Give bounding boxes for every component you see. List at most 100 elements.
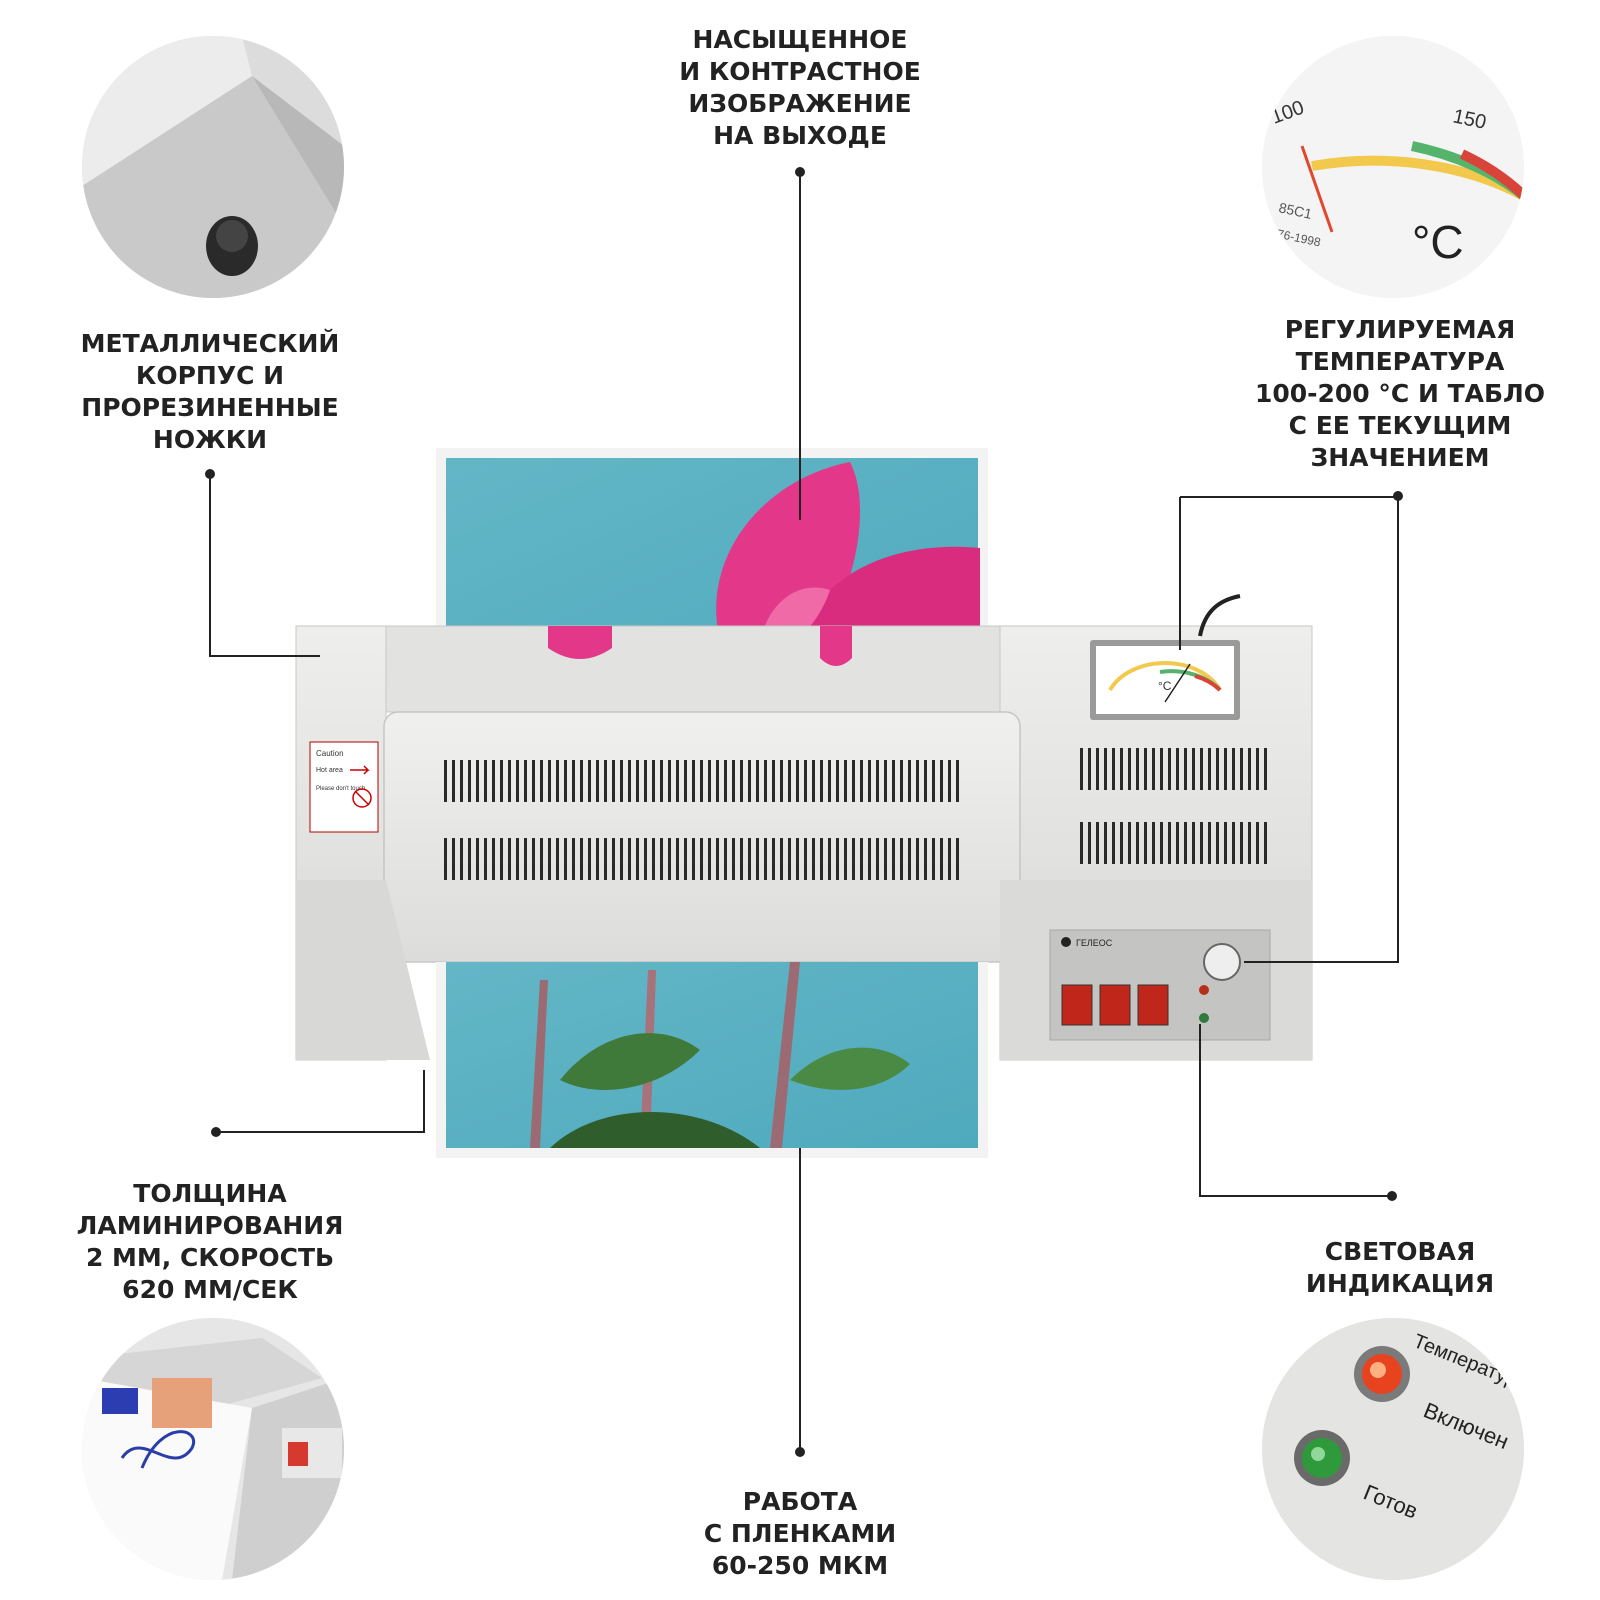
vent-slot xyxy=(460,838,463,880)
vent-slot xyxy=(1248,822,1251,864)
vent-slot xyxy=(596,760,599,802)
vent-slot xyxy=(828,838,831,880)
vent-slot xyxy=(524,838,527,880)
vent-slot xyxy=(1208,748,1211,790)
vent-slot xyxy=(764,760,767,802)
vent-slot xyxy=(612,838,615,880)
vent-slot xyxy=(860,760,863,802)
callout-line: КОРПУС И xyxy=(135,361,285,390)
callout-line: ИЗОБРАЖЕНИЕ xyxy=(688,89,912,118)
vent-slot xyxy=(740,838,743,880)
callout-metal-body: МЕТАЛЛИЧЕСКИЙ КОРПУС И ПРОРЕЗИНЕННЫЕ НОЖ… xyxy=(60,328,360,456)
callout-line: РЕГУЛИРУЕМАЯ xyxy=(1284,315,1516,344)
rocker-switch[interactable] xyxy=(1137,984,1169,1026)
temperature-knob[interactable] xyxy=(1203,943,1241,981)
vent-slot xyxy=(660,838,663,880)
vent-slot xyxy=(732,760,735,802)
vent-slot xyxy=(1184,822,1187,864)
vent-slot xyxy=(836,838,839,880)
vent-slot xyxy=(1096,822,1099,864)
gauge-unit-large: °C xyxy=(1412,216,1464,268)
vent-slot xyxy=(820,760,823,802)
vent-slot xyxy=(652,760,655,802)
vent-slot xyxy=(676,838,679,880)
front-vents xyxy=(444,760,959,880)
vent-slot xyxy=(532,838,535,880)
vent-slot xyxy=(1208,822,1211,864)
vent-slot xyxy=(900,838,903,880)
vent-slot xyxy=(748,760,751,802)
vent-slot xyxy=(676,760,679,802)
vent-slot xyxy=(444,760,447,802)
vent-slot xyxy=(556,838,559,880)
vent-slot xyxy=(860,838,863,880)
vent-slot xyxy=(812,838,815,880)
vent-slot xyxy=(796,760,799,802)
vent-slot xyxy=(1264,748,1267,790)
vent-slot xyxy=(1144,748,1147,790)
callout-line: С ЕЕ ТЕКУЩИМ xyxy=(1288,411,1512,440)
power-cable xyxy=(1198,594,1241,637)
vent-slot xyxy=(1232,822,1235,864)
vent-slot xyxy=(868,760,871,802)
vent-slot xyxy=(548,760,551,802)
vent-slot xyxy=(716,760,719,802)
detail-metal-corner xyxy=(82,36,344,298)
vent-slot xyxy=(660,760,663,802)
vent-slot xyxy=(1168,822,1171,864)
vent-slot xyxy=(604,760,607,802)
vent-slot xyxy=(844,838,847,880)
caution-line: Hot area xyxy=(316,767,343,774)
callout-line: НА ВЫХОДЕ xyxy=(713,121,887,150)
vent-slot xyxy=(780,760,783,802)
rocker-switch[interactable] xyxy=(1099,984,1131,1026)
vent-slot xyxy=(924,760,927,802)
vent-slot xyxy=(700,838,703,880)
callout-line: СВЕТОВАЯ xyxy=(1324,1237,1476,1266)
callout-line: ЗНАЧЕНИЕМ xyxy=(1310,443,1490,472)
vent-slot xyxy=(1128,748,1131,790)
vent-slot xyxy=(1096,748,1099,790)
rocker-switch[interactable] xyxy=(1061,984,1093,1026)
vent-slot xyxy=(540,838,543,880)
callout-line: С ПЛЕНКАМИ xyxy=(703,1519,897,1548)
vent-slot xyxy=(756,838,759,880)
vent-slot xyxy=(620,760,623,802)
vent-slot xyxy=(884,838,887,880)
leader-dots xyxy=(205,167,1403,1457)
vent-slot xyxy=(500,760,503,802)
callout-light-indication: СВЕТОВАЯ ИНДИКАЦИЯ xyxy=(1260,1236,1540,1300)
vent-slot xyxy=(652,838,655,880)
vent-slot xyxy=(892,838,895,880)
vent-slot xyxy=(852,760,855,802)
vent-slot xyxy=(812,760,815,802)
vent-slot xyxy=(820,838,823,880)
vent-slot xyxy=(1160,748,1163,790)
vent-slot xyxy=(556,760,559,802)
vent-slot xyxy=(460,760,463,802)
vent-slot xyxy=(876,838,879,880)
callout-line: ТОЛЩИНА xyxy=(133,1179,287,1208)
vent-slot xyxy=(1088,748,1091,790)
vent-slot xyxy=(492,760,495,802)
vent-slot xyxy=(1216,822,1219,864)
vent-slot xyxy=(596,838,599,880)
vent-slot xyxy=(1104,822,1107,864)
vent-slot xyxy=(644,760,647,802)
callout-film-thickness: РАБОТА С ПЛЕНКАМИ 60-250 МКМ xyxy=(660,1486,940,1582)
vent-slot xyxy=(1136,822,1139,864)
vent-slot xyxy=(500,838,503,880)
vent-slot xyxy=(1192,822,1195,864)
vent-slot xyxy=(716,838,719,880)
vent-slot xyxy=(836,760,839,802)
vent-slot xyxy=(772,838,775,880)
callout-temperature: РЕГУЛИРУЕМАЯ ТЕМПЕРАТУРА 100-200 °C И ТА… xyxy=(1240,314,1560,474)
vent-slot xyxy=(956,760,959,802)
vent-slot xyxy=(620,838,623,880)
caution-line: Please don't touch xyxy=(316,786,365,792)
vent-slot xyxy=(468,760,471,802)
vent-slot xyxy=(892,760,895,802)
vent-slot xyxy=(1240,822,1243,864)
temperature-gauge: °C xyxy=(1090,640,1240,720)
